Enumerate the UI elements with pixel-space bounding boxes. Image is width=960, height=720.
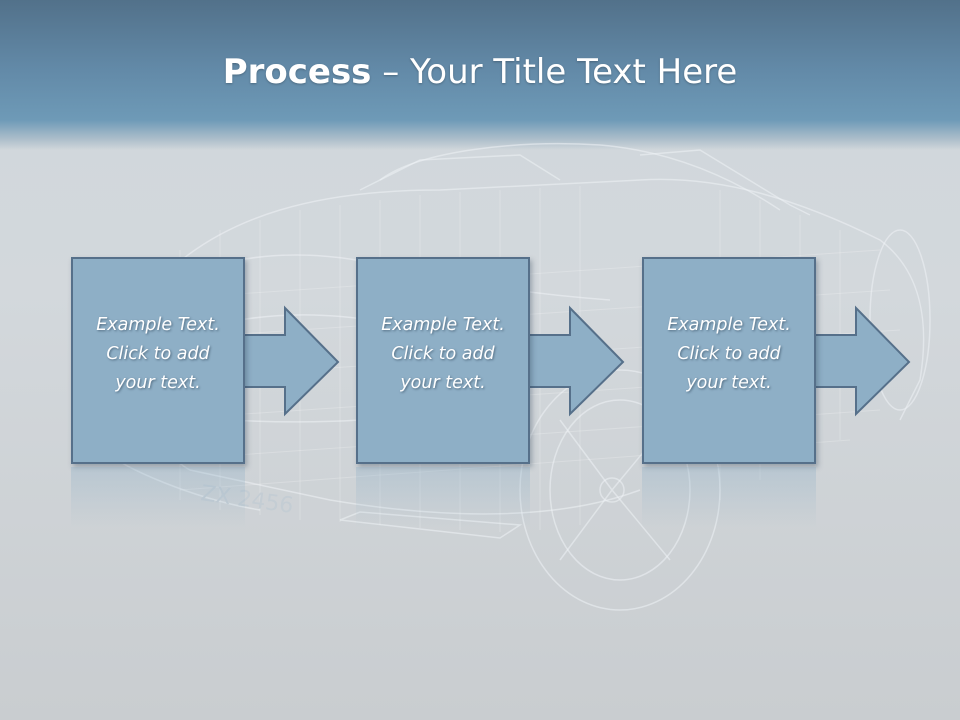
step-text-line-1: Example Text. xyxy=(96,315,220,335)
step-text[interactable]: Example Text. Click to add your text. xyxy=(356,311,530,398)
step-text-line-2: Click to add xyxy=(677,344,781,364)
title-rest-text: – Your Title Text Here xyxy=(371,52,738,92)
title-banner xyxy=(0,0,960,150)
step-reflection xyxy=(642,467,816,527)
step-text-line-2: Click to add xyxy=(391,344,495,364)
right-arrow-icon xyxy=(527,305,625,417)
step-reflection xyxy=(356,467,530,527)
process-step-2[interactable]: Example Text. Click to add your text. xyxy=(356,257,625,527)
step-text[interactable]: Example Text. Click to add your text. xyxy=(642,311,816,398)
step-box[interactable] xyxy=(356,257,530,464)
step-text-line-1: Example Text. xyxy=(381,315,505,335)
step-box[interactable] xyxy=(71,257,245,464)
step-reflection xyxy=(71,467,245,527)
step-text-line-2: Click to add xyxy=(106,344,210,364)
step-text-line-3: your text. xyxy=(115,373,201,393)
step-text-line-3: your text. xyxy=(686,373,772,393)
title-bold-text: Process xyxy=(222,52,372,92)
step-text-line-3: your text. xyxy=(400,373,486,393)
right-arrow-icon xyxy=(242,305,340,417)
step-text-line-1: Example Text. xyxy=(667,315,791,335)
process-step-1[interactable]: Example Text. Click to add your text. xyxy=(71,257,340,527)
slide-title: Process – Your Title Text Here xyxy=(0,52,960,92)
process-step-3[interactable]: Example Text. Click to add your text. xyxy=(642,257,911,527)
right-arrow-icon xyxy=(813,305,911,417)
step-box[interactable] xyxy=(642,257,816,464)
step-text[interactable]: Example Text. Click to add your text. xyxy=(71,311,245,398)
